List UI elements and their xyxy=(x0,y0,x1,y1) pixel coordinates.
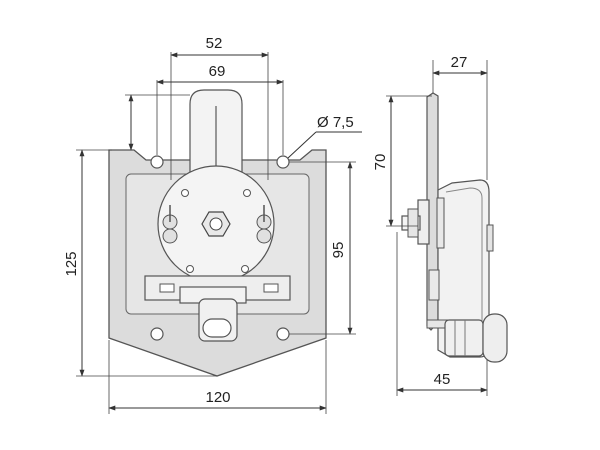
side-view: 27 70 45 xyxy=(372,54,508,396)
cam-hole xyxy=(186,265,194,273)
front-view: 52 69 Ø 7,5 125 95 120 xyxy=(63,35,362,414)
dim-label-52: 52 xyxy=(206,35,223,52)
mounting-hole-top-left xyxy=(150,155,164,169)
side-lock-face xyxy=(482,313,508,363)
dim-label-120: 120 xyxy=(205,389,230,406)
cam-hole xyxy=(243,189,251,197)
mounting-hole-bottom-left xyxy=(150,327,164,341)
spring-pin-right xyxy=(256,205,272,244)
dim-label-95: 95 xyxy=(330,242,347,259)
cam-hole xyxy=(181,189,189,197)
side-housing-inner xyxy=(445,187,483,336)
dim-label-69: 69 xyxy=(209,63,226,80)
latch-bar-slot xyxy=(159,283,175,293)
mounting-hole-top-right xyxy=(276,155,290,169)
dim-label-hole-diameter: Ø 7,5 xyxy=(317,114,354,131)
cam-hole xyxy=(241,265,249,273)
lock-keyhole xyxy=(202,318,232,338)
side-lock-cylinder xyxy=(444,319,484,357)
leader-hole xyxy=(287,131,317,159)
spring-pin-left xyxy=(162,205,178,244)
dim-label-45: 45 xyxy=(434,371,451,388)
dim-label-27: 27 xyxy=(451,54,468,71)
latch-bar-slot xyxy=(263,283,279,293)
side-spindle-nut xyxy=(407,208,419,238)
dim-label-70: 70 xyxy=(372,154,389,171)
side-housing-bracket xyxy=(486,224,494,252)
side-cam-block xyxy=(436,197,445,249)
side-latch-block xyxy=(428,269,440,301)
nut-bore xyxy=(209,217,223,231)
mounting-hole-bottom-right xyxy=(276,327,290,341)
dim-label-125: 125 xyxy=(63,251,80,276)
